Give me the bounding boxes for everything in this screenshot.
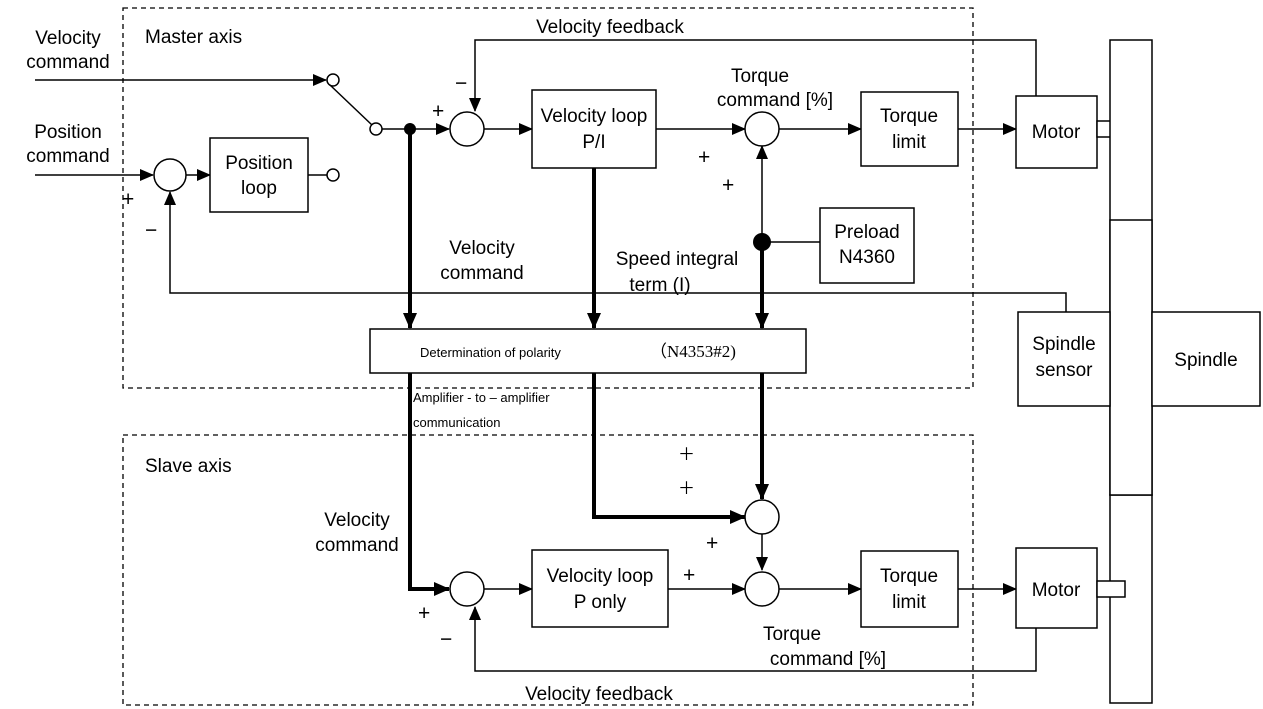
spindle-shaft-lower [1109, 494, 1153, 704]
switch-pivot [369, 122, 383, 136]
slave-upper-plus-3: + [706, 532, 718, 555]
master-torque-limit-label-1: Torque [880, 106, 938, 127]
master-velocity-loop-label-2: P/I [582, 132, 605, 153]
spindle-coupling [1109, 219, 1153, 496]
velocity-command-input-label-2: command [26, 52, 109, 73]
slave-velocity-feedback-label: Velocity feedback [525, 684, 673, 705]
slave-torque-limit-label-2: limit [892, 592, 926, 613]
slave-motor-box [1015, 547, 1098, 629]
polarity-label: Determination of polarity [420, 345, 561, 360]
master-velocity-summing-junction [449, 111, 485, 147]
position-switch-terminal [326, 168, 340, 182]
position-loop-box [209, 137, 309, 213]
master-torque-command-label-2: command [%] [717, 90, 833, 111]
position-sum-plus: + [122, 188, 134, 211]
master-tsum-plus-left: + [698, 146, 710, 169]
master-velocity-loop-label-1: Velocity loop [541, 106, 648, 127]
polarity-param: （N4353#2) [650, 342, 736, 361]
comm-note-1: Amplifier - to – amplifier [413, 390, 550, 405]
velocity-command-tap-label-1: Velocity [449, 238, 515, 259]
slave-torque-limit-label-1: Torque [880, 566, 938, 587]
spindle-sensor-label-2: sensor [1035, 360, 1093, 381]
slave-torque-command-label-2: command [%] [770, 649, 886, 670]
slave-vsum-minus: − [440, 628, 452, 651]
slave-velocity-command-label-1: Velocity [324, 510, 390, 531]
slave-velocity-command-label-2: command [315, 535, 398, 556]
spindle-box [1151, 311, 1261, 407]
master-torque-limit-label-2: limit [892, 132, 926, 153]
slave-velocity-summing-junction [449, 571, 485, 607]
slave-upper-plus-2: ＋ [678, 479, 695, 498]
slave-velocity-command-thick [408, 373, 450, 596]
slave-axis-label: Slave axis [145, 456, 232, 477]
polarity-determination-box [369, 328, 807, 374]
slave-torque-command-label-1: Torque [763, 624, 821, 645]
position-sum-minus: − [145, 219, 157, 242]
velocity-command-input-label-1: Velocity [35, 28, 101, 49]
position-command-input-label-1: Position [34, 122, 102, 143]
slave-torque-limit-box [860, 550, 959, 628]
preload-label-2: N4360 [839, 247, 895, 268]
slave-torque-summing-junction [744, 571, 780, 607]
slave-velocity-loop-label-1: Velocity loop [547, 566, 654, 587]
speed-integral-label-2: term (I) [629, 275, 690, 296]
position-summing-junction [153, 158, 187, 192]
slave-upper-summing-junction [744, 499, 780, 535]
master-velocity-feedback-label: Velocity feedback [536, 17, 684, 38]
slave-vsum-plus: + [418, 602, 430, 625]
spindle-label: Spindle [1174, 350, 1237, 371]
master-vsum-plus: + [432, 100, 444, 123]
slave-axis-frame [122, 434, 974, 706]
master-torque-command-label-1: Torque [731, 66, 789, 87]
master-vsum-minus: − [455, 72, 467, 95]
master-motor-label: Motor [1032, 122, 1081, 143]
spindle-sensor-label-1: Spindle [1032, 334, 1095, 355]
velocity-command-tap-label-2: command [440, 263, 523, 284]
slave-tsum-plus: + [683, 564, 695, 587]
master-velocity-feedback-wire [469, 39, 1037, 112]
slave-velocity-feedback-wire [469, 606, 1037, 672]
velocity-switch-terminal [326, 73, 340, 87]
position-feedback-wire [164, 191, 1067, 312]
position-loop-label-1: Position [225, 153, 293, 174]
slave-motor-label: Motor [1032, 580, 1081, 601]
master-tsum-plus-bottom: + [722, 174, 734, 197]
master-velocity-loop-box [531, 89, 657, 169]
spindle-sensor-box [1017, 311, 1111, 407]
preload-label-1: Preload [834, 222, 900, 243]
master-torque-summing-junction [744, 111, 780, 147]
speed-integral-label-1: Speed integral [616, 249, 739, 270]
comm-note-2: communication [413, 415, 500, 430]
master-torque-limit-box [860, 91, 959, 167]
position-command-input-label-2: command [26, 146, 109, 167]
slave-motor-shaft [1096, 580, 1126, 598]
master-axis-label: Master axis [145, 27, 242, 48]
slave-velocity-loop-box [531, 549, 669, 628]
master-axis-frame [122, 7, 974, 389]
position-loop-label-2: loop [241, 178, 277, 199]
preload-box [819, 207, 915, 284]
slave-velocity-loop-label-2: P only [574, 592, 627, 613]
slave-upper-plus-1: ＋ [678, 445, 695, 464]
selector-switch-blade [329, 84, 373, 126]
master-motor-box [1015, 95, 1098, 169]
slave-integral-thick [592, 373, 746, 524]
